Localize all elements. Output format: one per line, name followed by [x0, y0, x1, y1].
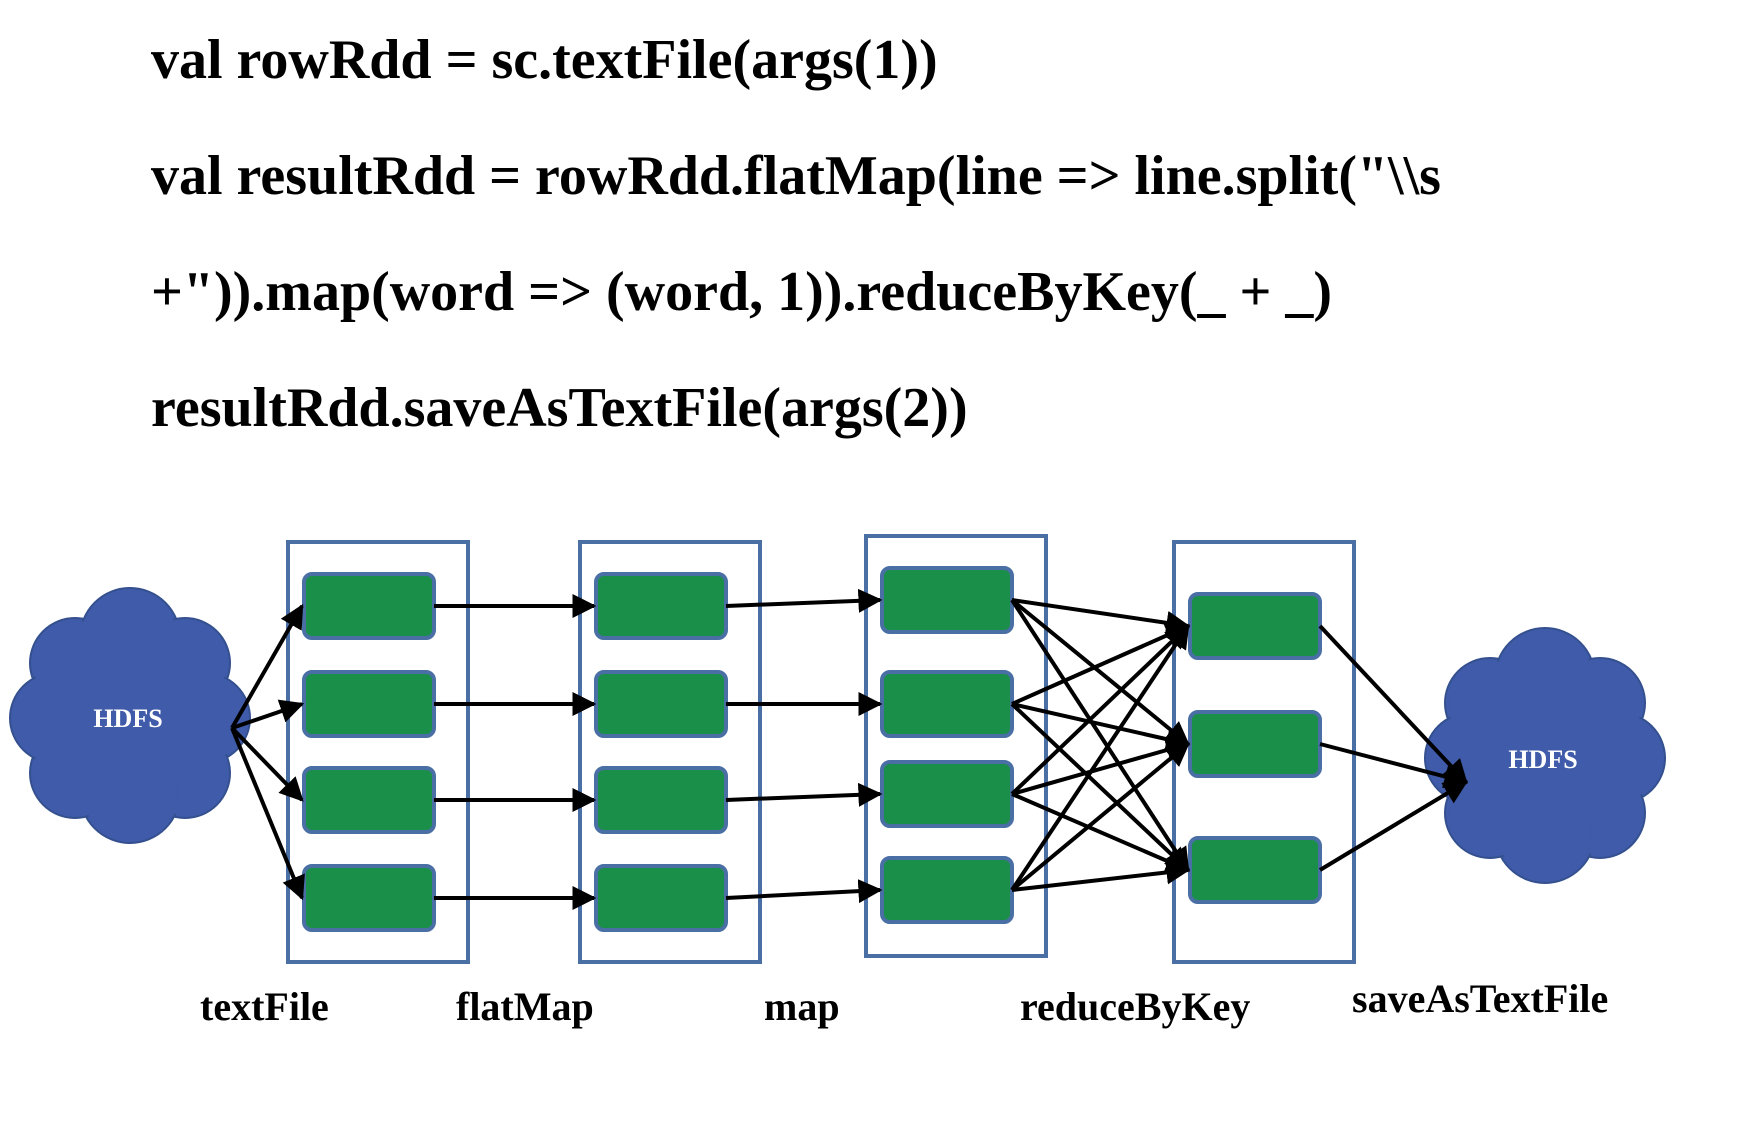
partition-block — [880, 670, 1014, 738]
partition-block — [594, 670, 728, 738]
partition-block — [594, 572, 728, 640]
flow-arrow — [1010, 598, 1190, 873]
flow-arrow — [1011, 792, 1191, 873]
stage-box — [864, 534, 1048, 958]
flow-arrow — [1010, 598, 1190, 746]
stage-box — [578, 540, 762, 964]
partition-block — [594, 864, 728, 932]
flow-arrow — [1010, 624, 1190, 796]
label-reducebykey: reduceByKey — [1020, 984, 1250, 1029]
label-textfile: textFile — [200, 984, 329, 1029]
flow-arrow — [1010, 624, 1190, 892]
partition-block — [302, 670, 436, 738]
partition-block — [880, 856, 1014, 924]
flow-arrow — [1011, 598, 1191, 635]
flow-arrow — [1011, 702, 1191, 751]
flow-arrow — [1318, 624, 1468, 784]
source-hdfs-label: HDFS — [93, 704, 162, 733]
stage-reducebykey — [1172, 540, 1356, 964]
flow-arrow — [1010, 702, 1190, 872]
flow-arrow — [230, 727, 305, 901]
source-hdfs-cloud: HDFS — [9, 587, 251, 844]
label-saveastextfile: saveAsTextFile — [1352, 976, 1608, 1021]
sink-hdfs-label: HDFS — [1508, 745, 1577, 774]
flow-arrow — [1010, 742, 1190, 892]
flow-arrow — [1011, 860, 1191, 892]
flow-arrow — [231, 699, 305, 730]
code-line-4: resultRdd.saveAsTextFile(args(2)) — [151, 377, 968, 439]
flow-arrow — [725, 588, 883, 613]
stage-box — [286, 540, 470, 964]
flow-arrow — [725, 782, 883, 807]
stage-map — [864, 534, 1048, 958]
flow-arrow — [1318, 780, 1469, 872]
label-flatmap: flatMap — [456, 984, 594, 1029]
dataflow-edges — [230, 588, 1469, 910]
sink-hdfs-cloud: HDFS — [1424, 627, 1666, 884]
flow-arrow — [1319, 742, 1469, 789]
partition-block — [1188, 710, 1322, 778]
partition-block — [302, 864, 436, 932]
code-line-1: val rowRdd = sc.textFile(args(1)) — [151, 29, 938, 91]
partition-block — [302, 572, 436, 640]
partition-block — [880, 566, 1014, 634]
partition-block — [1188, 836, 1322, 904]
flow-arrow — [230, 603, 304, 729]
flow-arrow — [725, 879, 883, 904]
partition-block — [594, 766, 728, 834]
flow-arrow — [1011, 738, 1191, 796]
partition-block — [880, 760, 1014, 828]
stage-flatmap — [578, 540, 762, 964]
partition-block — [1188, 592, 1322, 660]
partition-block — [302, 766, 436, 834]
code-line-3: +")).map(word => (word, 1)).reduceByKey(… — [151, 261, 1333, 323]
flow-arrow — [230, 726, 304, 802]
code-line-2: val resultRdd = rowRdd.flatMap(line => l… — [151, 145, 1441, 207]
flow-arrow — [1011, 623, 1191, 706]
label-map: map — [764, 984, 840, 1029]
